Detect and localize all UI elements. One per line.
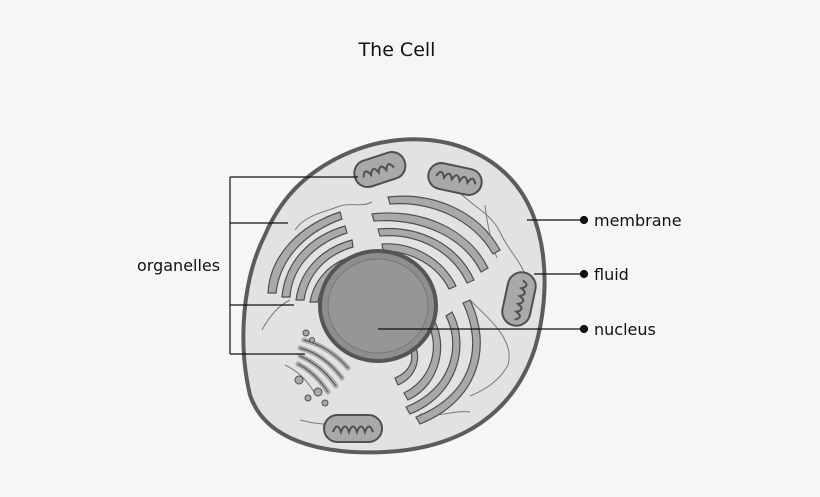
- mitochondrion-top-right: [427, 162, 483, 196]
- label-fluid: fluid: [594, 265, 629, 284]
- cytoskeleton-fibers: [261, 187, 526, 431]
- leader-lines: [378, 215, 589, 334]
- nucleus-inner: [327, 258, 429, 354]
- mitochondrion-right: [501, 271, 537, 327]
- vesicles: [294, 329, 329, 407]
- endoplasmic-reticulum: [267, 195, 501, 425]
- label-organelles: organelles: [137, 256, 221, 275]
- organelles-bracket: [229, 176, 358, 355]
- label-membrane: membrane: [594, 211, 682, 230]
- label-nucleus: nucleus: [594, 320, 656, 339]
- mitochondrion-bottom: [323, 414, 383, 443]
- golgi-outline: [297, 339, 349, 393]
- diagram-title: The Cell: [358, 39, 436, 61]
